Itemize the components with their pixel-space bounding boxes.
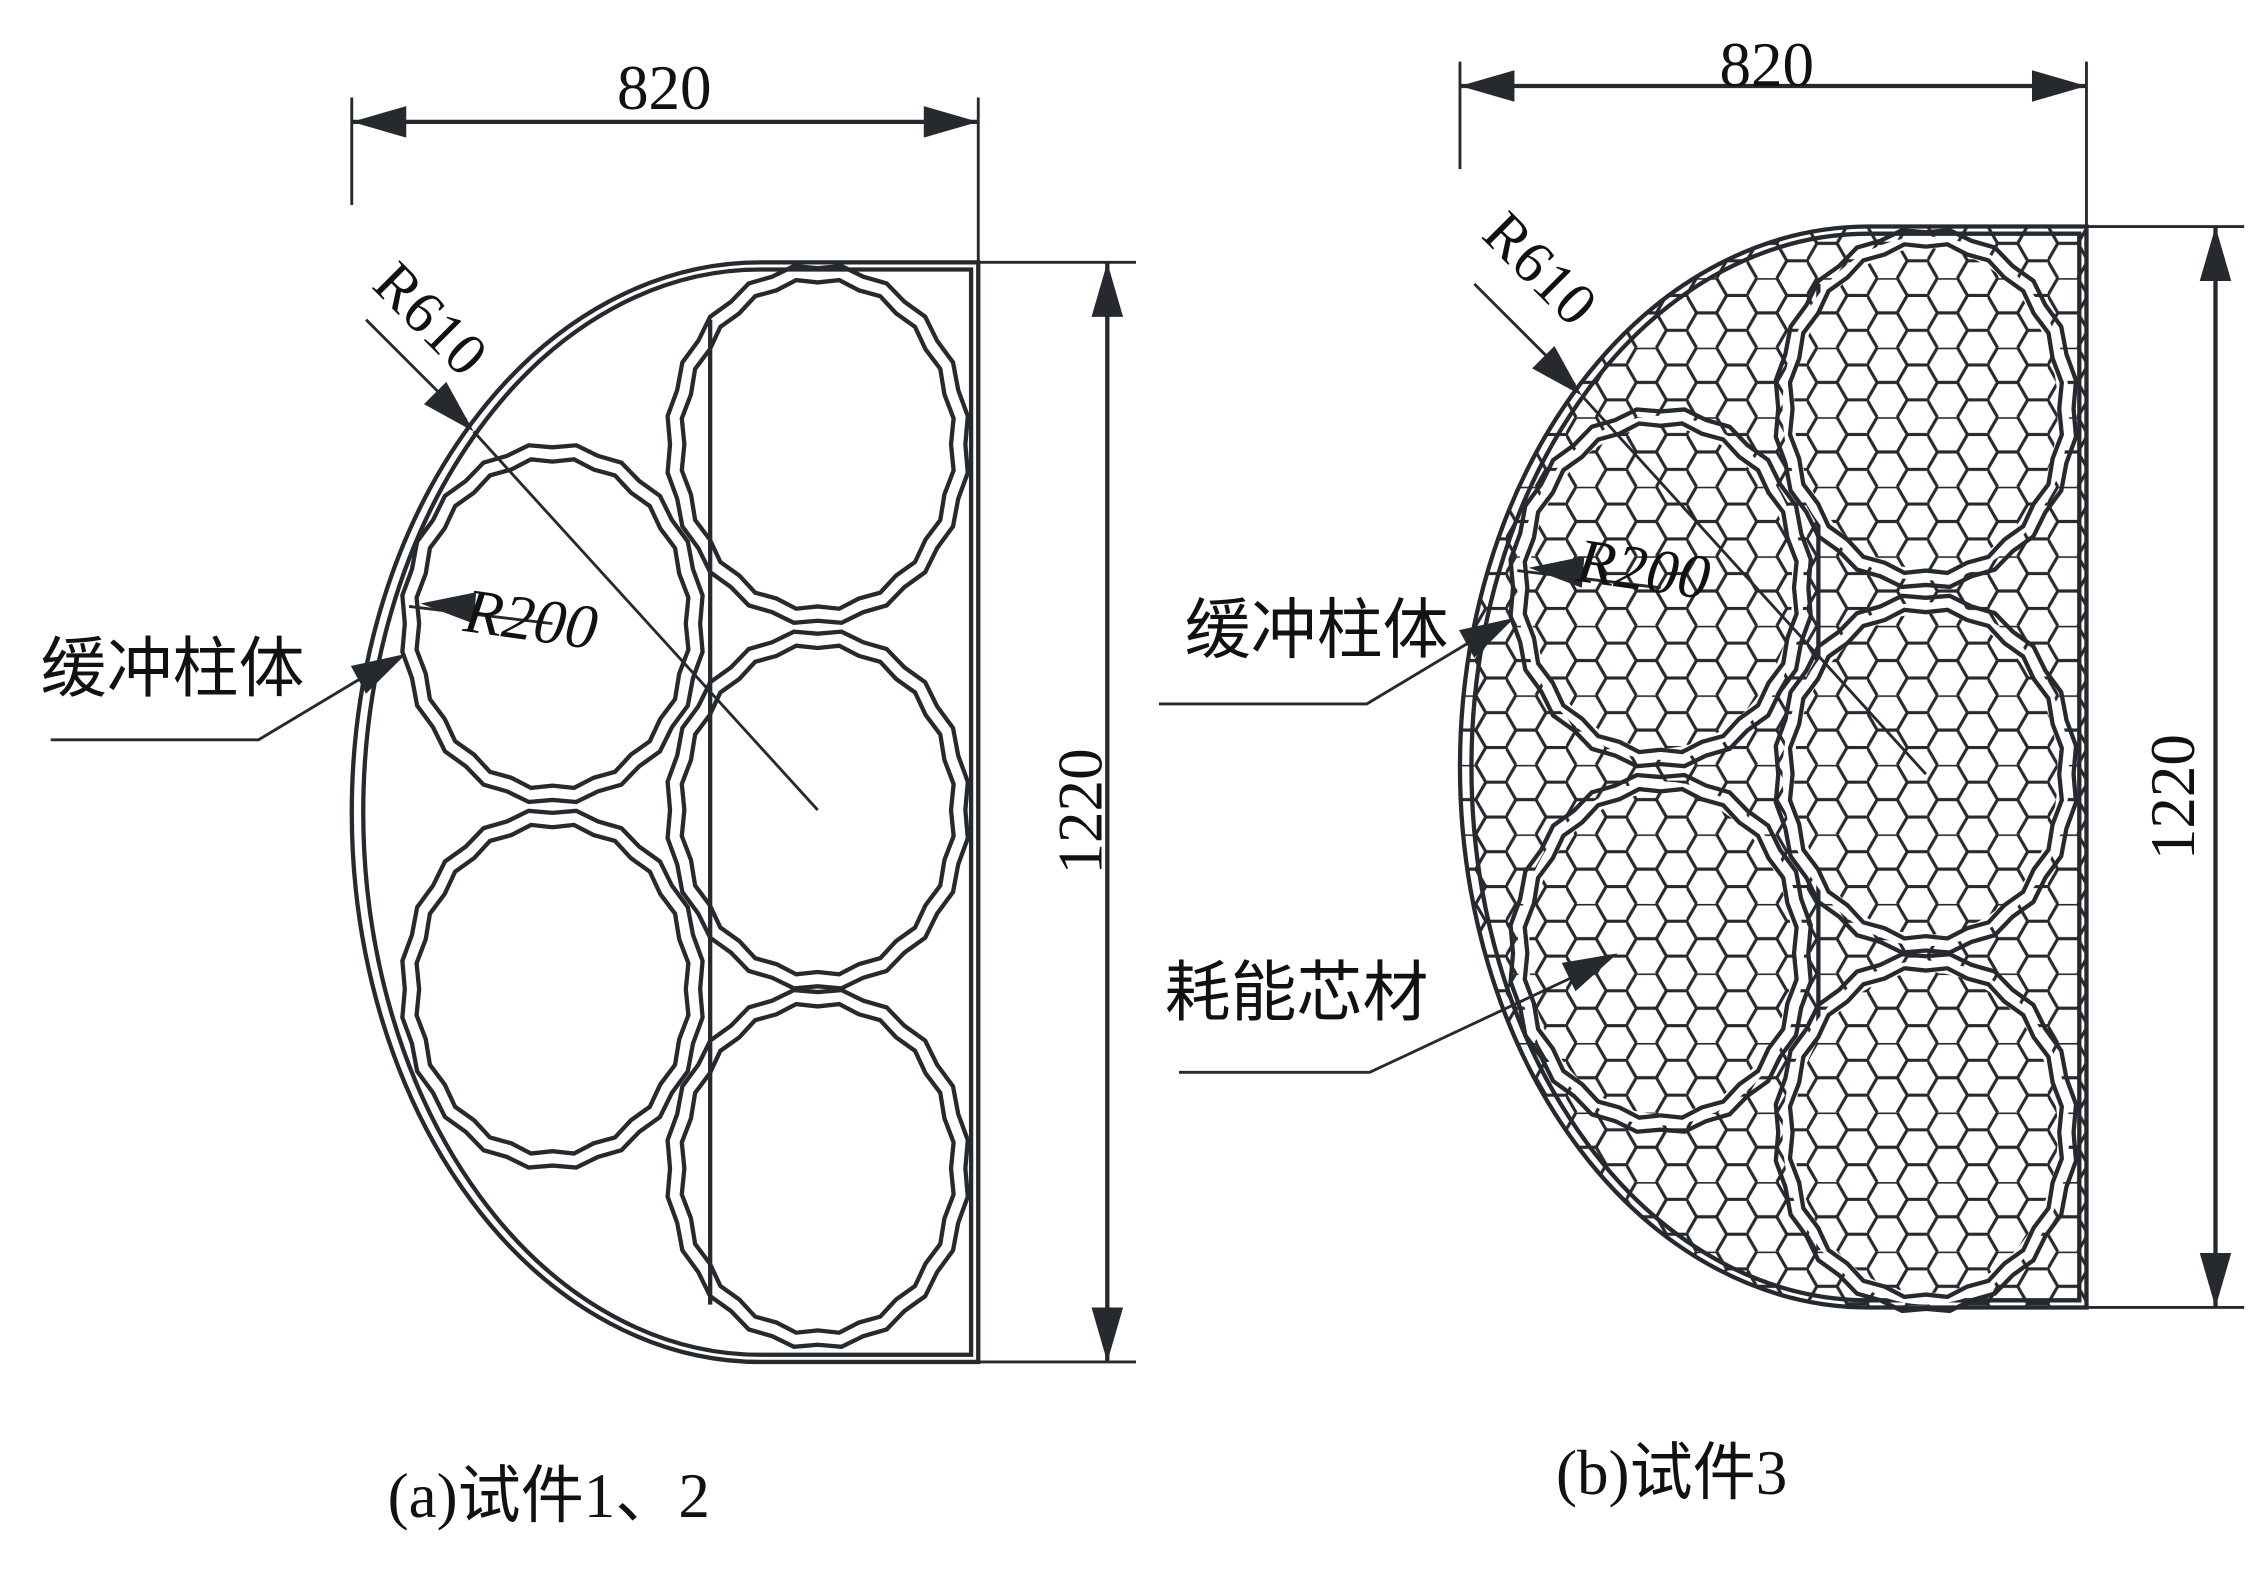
buffer-column-inner: [679, 1001, 956, 1335]
buffer-column-inner: [1787, 966, 2065, 1300]
column-label-leader: [1158, 638, 1476, 706]
buffer-column-inner: [1522, 421, 1799, 755]
r200-arrow: [1528, 556, 1585, 588]
outer-casing: [1457, 224, 2089, 1310]
width-dimension-b: 820: [1719, 30, 1814, 100]
buffer-column-outer: [1508, 772, 1813, 1134]
column-label-arrow: [350, 653, 407, 694]
outer-casing-inner: [361, 267, 974, 1357]
dimension-arrow-bottom: [2199, 1252, 2232, 1308]
dimension-arrow-top: [1091, 262, 1124, 317]
r610-radius-line: [1580, 394, 1927, 776]
column-core-hex: [1794, 248, 2058, 570]
width-dimension-a: 820: [617, 53, 712, 123]
dimension-arrow-right: [923, 106, 979, 138]
r200-arrow: [420, 592, 477, 624]
buffer-column-inner: [414, 822, 691, 1156]
buffer-column-outer: [665, 987, 970, 1349]
column-label-arrow: [1459, 617, 1515, 658]
core-label-leader: [1178, 973, 1579, 1074]
column-core-hex: [1794, 613, 2058, 935]
dimension-arrow-right: [2031, 70, 2087, 102]
outer-radius-label-a: R610: [361, 249, 501, 389]
r200-leader: [1517, 569, 1661, 590]
panel-b: [1158, 61, 2245, 1314]
column-core-hex: [1528, 792, 1793, 1114]
buffer-column-outer: [1773, 952, 2079, 1314]
buffer-column-inner: [679, 643, 956, 977]
dimension-arrow-left: [351, 106, 407, 138]
dimension-arrow-top: [2199, 226, 2232, 281]
buffer-column-inner: [1787, 242, 2065, 576]
column-label-a: 缓冲柱体: [41, 633, 305, 706]
r610-radius-line: [472, 430, 819, 811]
column-label-leader: [50, 674, 367, 742]
r200-leader: [408, 605, 553, 626]
column-label-b: 缓冲柱体: [1185, 594, 1449, 667]
core-label-b: 耗能芯材: [1165, 957, 1429, 1030]
outer-casing-inner: [1469, 231, 2082, 1303]
core-label-arrow: [1561, 953, 1618, 992]
buffer-column-inner: [679, 277, 956, 611]
buffer-column-inner: [414, 457, 691, 791]
buffer-column-outer: [665, 263, 970, 625]
column-core-hex: [1794, 972, 2058, 1294]
outer-radius-label-b: R610: [1470, 199, 1610, 339]
dimension-arrow-left: [1459, 70, 1515, 102]
buffer-column-inner: [1522, 786, 1799, 1120]
buffer-column-outer: [1773, 593, 2079, 955]
dimension-arrow-bottom: [1091, 1307, 1124, 1362]
buffer-column-outer: [1508, 407, 1813, 769]
buffer-column-inner: [1787, 607, 2065, 941]
buffer-column-outer: [1773, 228, 2079, 590]
caption-a: (a)试件1、2: [388, 1461, 710, 1531]
r610-arrow: [1532, 346, 1582, 396]
caption-b: (b)试件3: [1556, 1438, 1787, 1508]
height-dimension-a: 1220: [1046, 748, 1116, 874]
outer-casing: [349, 260, 981, 1365]
height-dimension-b: 1220: [2138, 734, 2208, 860]
buffer-column-outer: [400, 443, 705, 805]
panel-a: [50, 97, 1136, 1365]
buffer-column-outer: [665, 629, 970, 991]
r610-arrow: [423, 381, 474, 432]
inner-radius-label-a: R200: [459, 575, 602, 663]
buffer-column-outer: [400, 808, 705, 1170]
